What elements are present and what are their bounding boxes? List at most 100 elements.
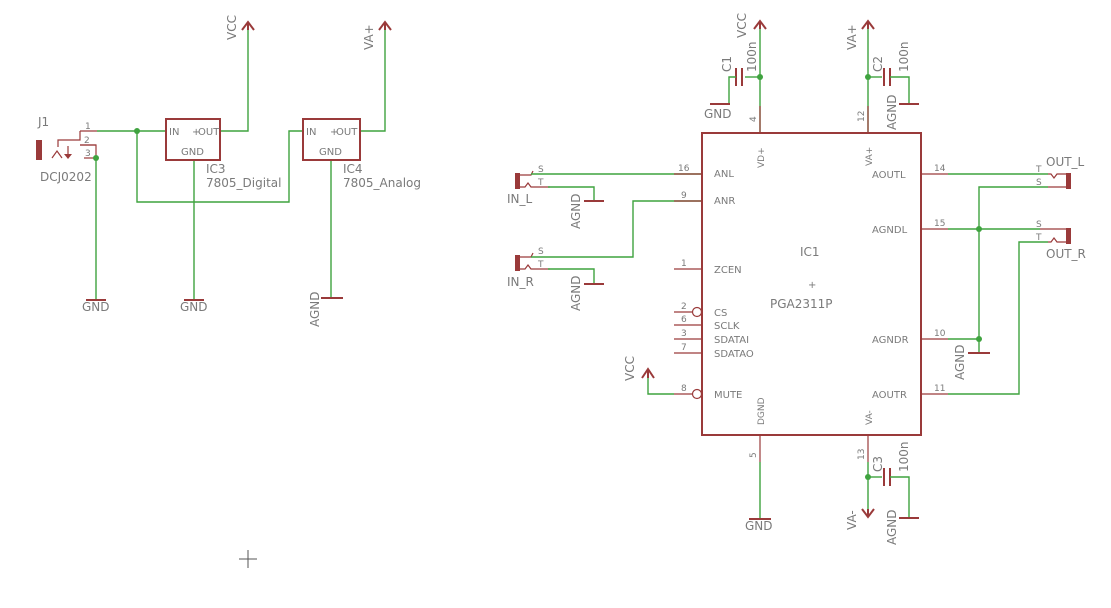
- ic1-pin-mute: MUTE: [714, 390, 742, 401]
- c3-value: 100n: [897, 441, 911, 472]
- j1-pin3: 3: [85, 149, 91, 159]
- ic1-num-16: 16: [678, 164, 690, 174]
- out-l-s: S: [1036, 178, 1042, 188]
- in-r-jack: S T IN_R: [507, 247, 550, 289]
- j1-value: DCJ0202: [40, 170, 92, 184]
- j1-name: J1: [37, 115, 49, 129]
- ic1-pin-agndr: AGNDR: [872, 335, 909, 346]
- vcc-label-c1: VCC: [735, 13, 749, 38]
- in-l-label: IN_L: [507, 192, 533, 206]
- svg-text:+: +: [192, 127, 200, 138]
- ic1-num-1: 1: [681, 259, 687, 269]
- ic1-pin-cs: CS: [714, 308, 727, 319]
- agnd-label-inl: AGND: [569, 193, 583, 229]
- ic1-top-bottom-pins: VD+ VA+ DGND VA- 4 12 5 13: [749, 106, 875, 462]
- in-r-wires: AGND: [531, 200, 702, 311]
- vcc-symbol-c1: VCC: [735, 13, 767, 38]
- ic4-in: IN: [306, 127, 316, 138]
- ic1-num-7: 7: [681, 343, 687, 353]
- out-l-label: OUT_L: [1046, 155, 1085, 169]
- vaplus-label-top: VA+: [362, 24, 376, 50]
- ic1-num-3: 3: [681, 329, 687, 339]
- out-l-jack: T S OUT_L: [1035, 155, 1085, 189]
- ic1-pin-sclk: SCLK: [714, 321, 740, 332]
- ic1-pin-aoutr: AOUTR: [872, 390, 907, 401]
- ic1-num-11: 11: [934, 384, 945, 394]
- gnd-label-ic3: GND: [180, 300, 208, 314]
- in-l-jack: S T IN_L: [507, 165, 550, 206]
- ic1-num-9: 9: [681, 191, 687, 201]
- ic1-num-8: 8: [681, 384, 687, 394]
- ic3-in: IN: [169, 127, 179, 138]
- vcc-label-top: VCC: [225, 15, 239, 40]
- mute-vcc: VCC: [623, 356, 674, 395]
- in-l-s: S: [538, 165, 544, 175]
- ic3-regulator: IN + OUT GND IC3 7805_Digital: [165, 118, 281, 190]
- ic1-pin-agndl: AGNDL: [872, 225, 908, 236]
- out-r-label: OUT_R: [1046, 247, 1086, 261]
- j1-pin2: 2: [84, 136, 90, 146]
- ic1-num-6: 6: [681, 315, 687, 325]
- gnd-symbol-j1: GND: [82, 299, 110, 314]
- svg-text:+: +: [330, 127, 338, 138]
- agnd-label-inr: AGND: [569, 275, 583, 311]
- ic4-gnd: GND: [319, 147, 342, 158]
- ic1-pin-dgnd: DGND: [757, 397, 767, 425]
- vaplus-label-c2: VA+: [845, 24, 859, 50]
- j1-connector: J1 DCJ0202 1 2 3: [36, 115, 97, 184]
- ic3-out: OUT: [198, 127, 220, 138]
- ic3-name: IC3: [206, 162, 226, 176]
- out-r-t: T: [1035, 233, 1042, 243]
- ic1-pin-vaplus: VA+: [865, 147, 875, 166]
- ic1-pin-sdatao: SDATAO: [714, 349, 754, 360]
- c2-name: C2: [871, 56, 885, 72]
- ic1-num-4: 4: [749, 116, 759, 122]
- ic4-value: 7805_Analog: [343, 176, 421, 190]
- vaplus-symbol-top: VA+: [362, 20, 392, 50]
- c2-capacitor: C2 100n AGND: [865, 29, 919, 133]
- in-r-t: T: [537, 260, 544, 270]
- c2-value: 100n: [897, 41, 911, 72]
- crosshair-cursor-icon: [239, 550, 257, 568]
- ic1-num-10: 10: [934, 329, 946, 339]
- ic1-pin-sdatai: SDATAI: [714, 335, 749, 346]
- out-r-s: S: [1036, 220, 1042, 230]
- ic1-body: IC1 + PGA2311P: [701, 132, 922, 436]
- ic1-num-13: 13: [857, 449, 867, 460]
- gnd-label-dgnd: GND: [745, 519, 773, 533]
- vcc-symbol-top: VCC: [225, 15, 255, 40]
- dgnd-gnd: GND: [745, 462, 773, 533]
- ic1-pin-anl: ANL: [714, 169, 734, 180]
- power-wires: [93, 30, 386, 300]
- in-l-wires: AGND: [531, 173, 702, 229]
- ic1-left-pins: ANL ANR ZCEN CS SCLK SDATAI SDATAO MUTE …: [674, 164, 754, 401]
- ic1-pin-anr: ANR: [714, 196, 735, 207]
- ic1-pin-vaminus: VA-: [865, 410, 875, 425]
- ic4-name: IC4: [343, 162, 363, 176]
- vcc-label-mute: VCC: [623, 356, 637, 381]
- ic4-out: OUT: [336, 127, 358, 138]
- agnd-symbol-ic4: AGND: [308, 291, 343, 327]
- ic4-regulator: IN + OUT GND IC4 7805_Analog: [302, 118, 421, 190]
- ic1-pin-aoutl: AOUTL: [872, 170, 906, 181]
- agnd-label-out: AGND: [953, 344, 967, 380]
- ic1-num-12: 12: [857, 111, 867, 122]
- gnd-label-c1: GND: [704, 107, 732, 121]
- out-r-jack: S T OUT_R: [1035, 220, 1086, 261]
- j1-pin1: 1: [85, 122, 91, 132]
- in-r-s: S: [538, 247, 544, 257]
- svg-text:+: +: [808, 280, 816, 291]
- ic1-pin-zcen: ZCEN: [714, 265, 742, 276]
- ic1-name: IC1: [800, 245, 820, 259]
- agnd-label-c3: AGND: [885, 509, 899, 545]
- vaminus-label: VA-: [845, 510, 859, 530]
- c3-name: C3: [871, 456, 885, 472]
- ic1-pin-vdplus: VD+: [757, 147, 767, 168]
- gnd-label-j1: GND: [82, 300, 110, 314]
- ic1-num-5: 5: [749, 452, 759, 458]
- c1-name: C1: [720, 56, 734, 72]
- ic1-num-15: 15: [934, 219, 945, 229]
- in-r-label: IN_R: [507, 275, 534, 289]
- gnd-symbol-ic3: GND: [180, 299, 208, 314]
